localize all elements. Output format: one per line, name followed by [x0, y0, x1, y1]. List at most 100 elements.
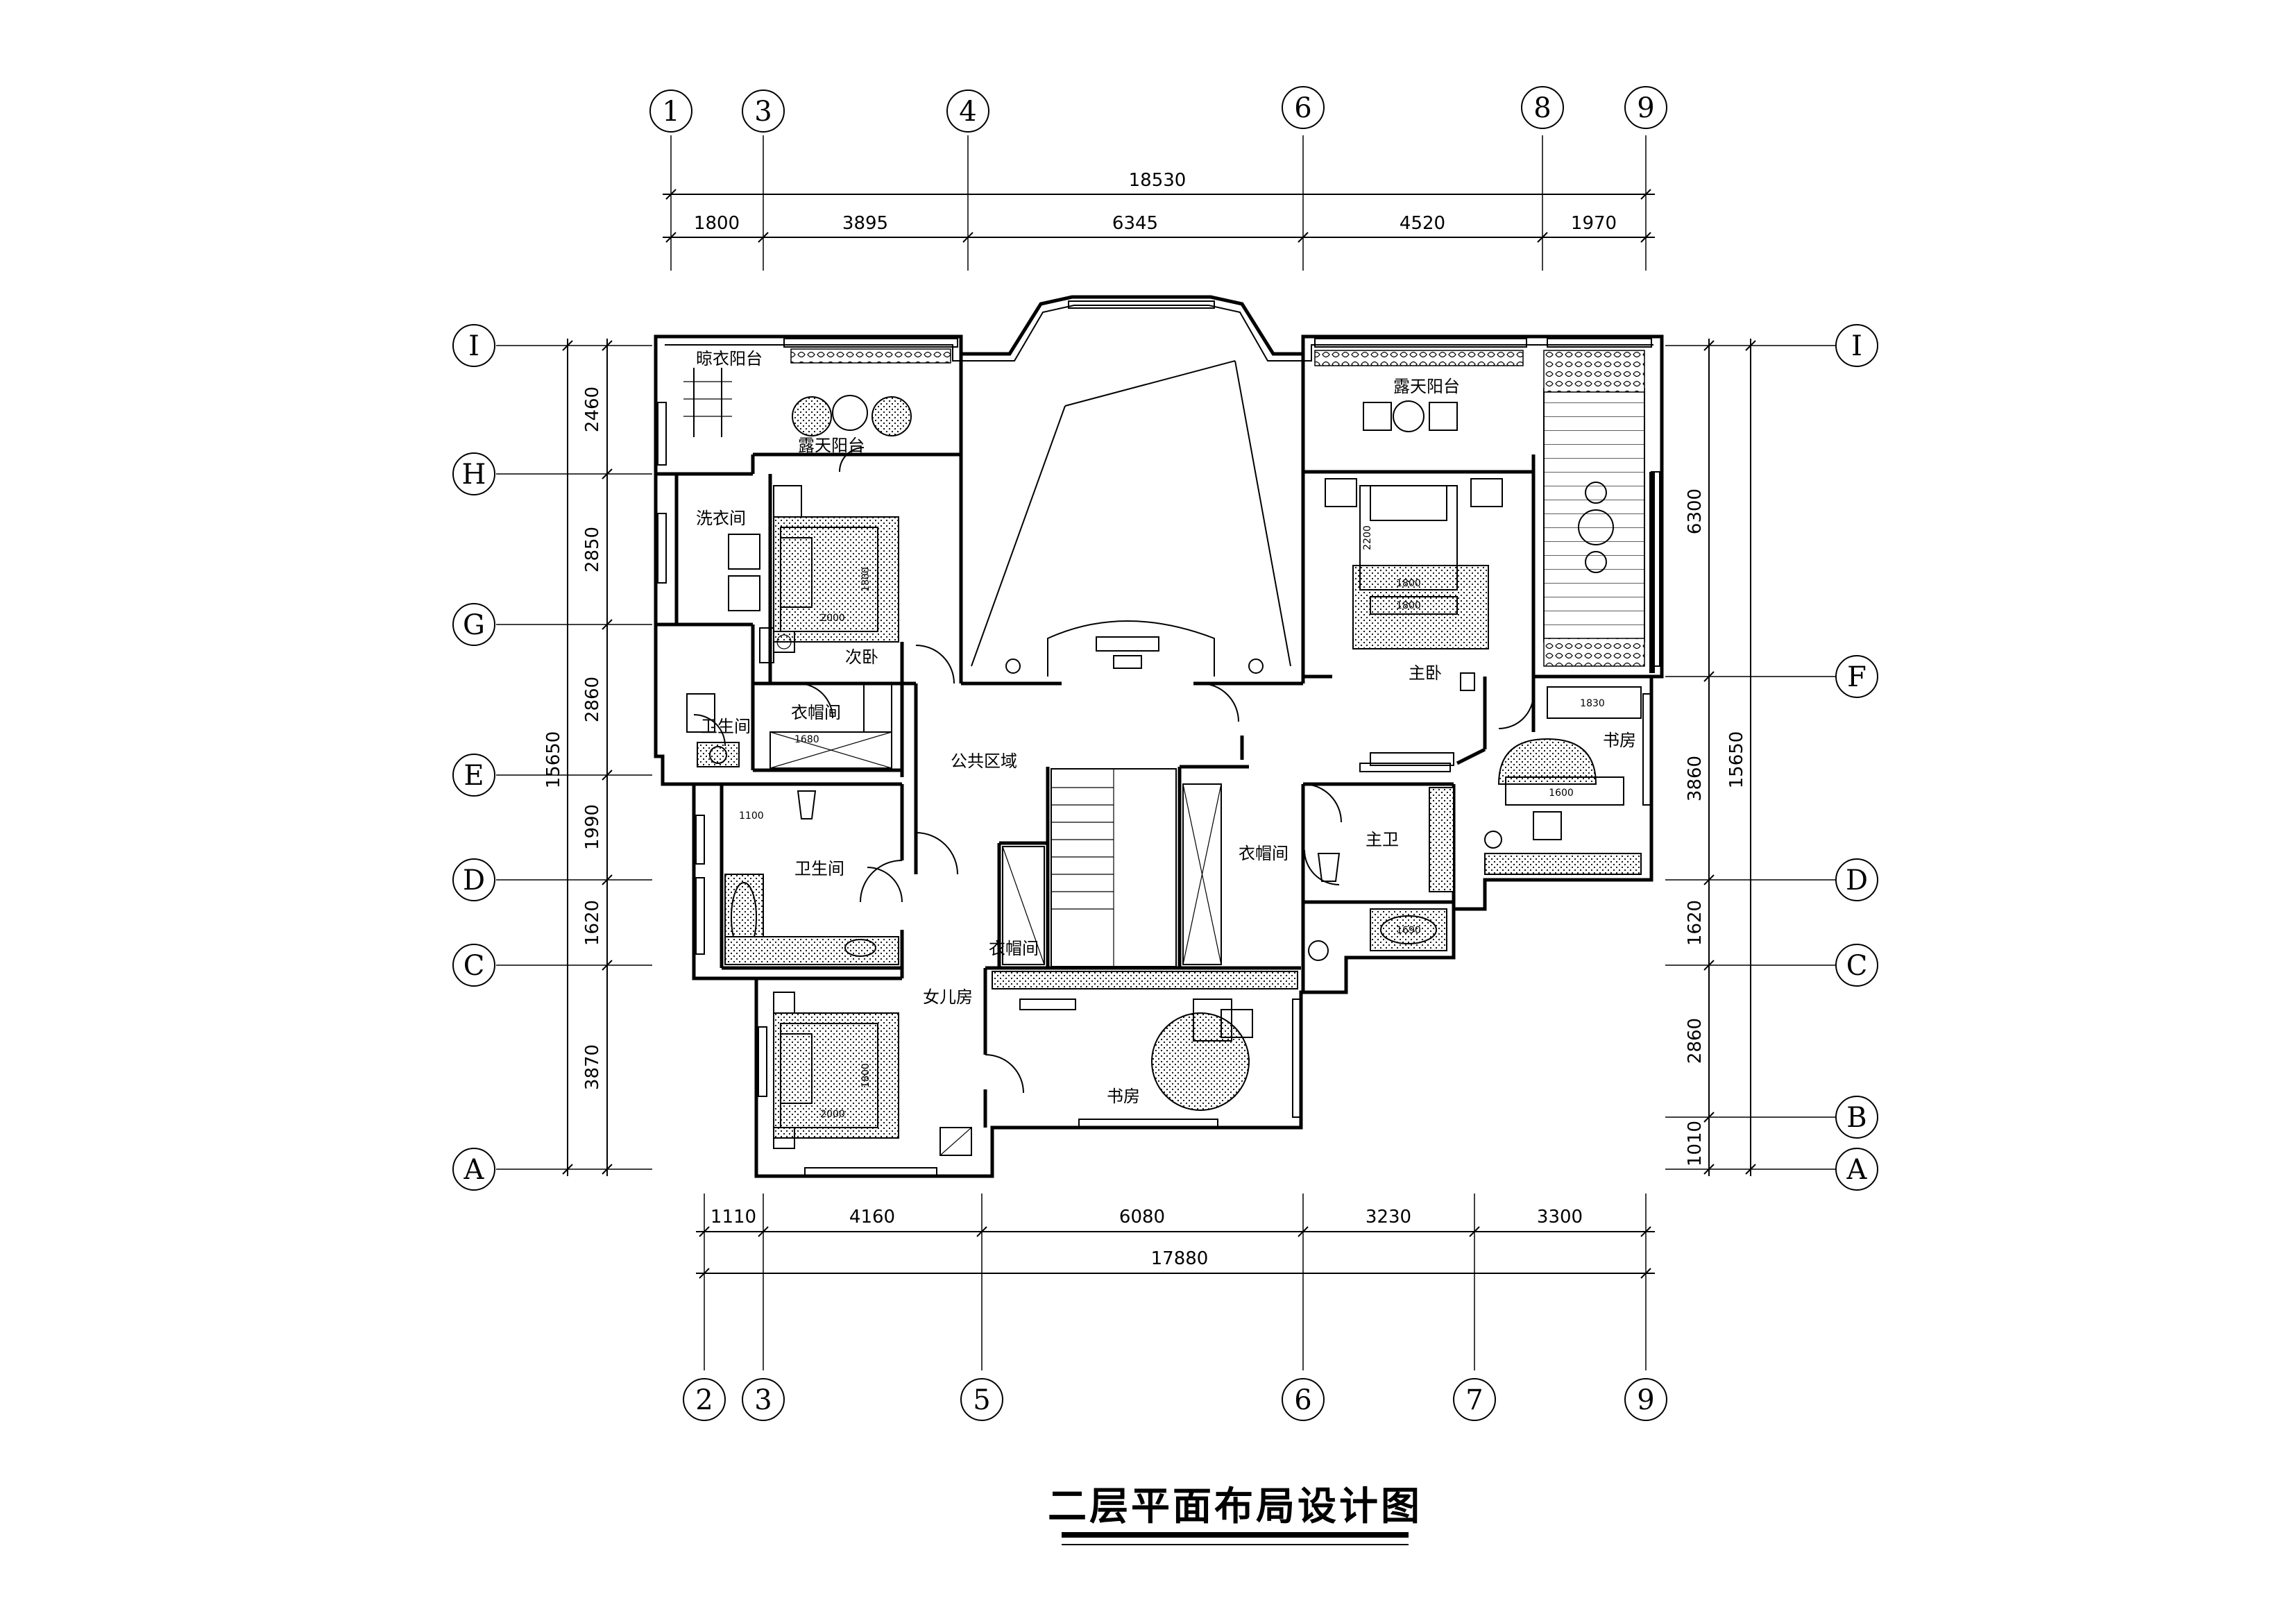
dimensions-right: 6300 3860 1620 2860 1010 15650	[1685, 339, 1756, 1176]
dim-left-seg-2: 2850	[582, 527, 603, 572]
dim-bottom-seg-2: 4160	[849, 1207, 895, 1227]
dimensions-bottom: 1110 4160 6080 3230 3300 17880	[696, 1207, 1655, 1279]
label-study-1: 书房	[1603, 731, 1636, 750]
axis-left-E: E	[464, 760, 484, 792]
dimensions-top: 18530 1800 3895 6345 4520 1970	[663, 170, 1655, 243]
label-public-area: 公共区域	[951, 751, 1017, 771]
axis-bottom-9: 9	[1637, 1384, 1654, 1416]
axis-left-C: C	[464, 950, 485, 982]
dim-right-seg-3: 1620	[1685, 900, 1706, 946]
master-rug-label: 1800	[1396, 600, 1421, 611]
dim-left-seg-4: 1990	[582, 804, 603, 850]
tub-label: 1690	[1396, 925, 1421, 936]
label-laundry: 洗衣间	[696, 509, 746, 528]
axis-left-I: I	[468, 330, 479, 362]
label-walkin-closet-1: 衣帽间	[791, 703, 841, 722]
dim-top-seg-1: 1800	[694, 213, 740, 234]
dim-bottom-seg-3: 6080	[1119, 1207, 1165, 1227]
room-labels: 晾衣阳台 露天阳台 露天阳台 洗衣间 次卧 衣帽间 卫生间 公共区域 卫生间 主…	[696, 349, 1636, 1106]
wardrobe-label: 1680	[794, 734, 819, 745]
exterior-walls	[654, 295, 1664, 1178]
dim-right-total: 15650	[1726, 731, 1747, 789]
label-bathroom-1: 卫生间	[701, 717, 751, 736]
axis-bubbles-right: I F D C B A	[1835, 324, 1878, 1191]
dim-top-seg-3: 6345	[1112, 213, 1158, 234]
interior-walls	[656, 354, 1662, 1128]
label-open-balcony-left: 露天阳台	[798, 436, 865, 455]
balcony-table-right	[1314, 350, 1524, 432]
desk-label: 1600	[1549, 788, 1574, 799]
dim-left-total: 15650	[543, 731, 564, 789]
axis-top-4: 4	[959, 96, 976, 128]
axis-left-D: D	[463, 865, 485, 897]
label-open-balcony-right: 露天阳台	[1393, 377, 1460, 396]
dim-bottom-total: 17880	[1151, 1248, 1209, 1269]
label-master-bedroom: 主卧	[1409, 663, 1442, 683]
axis-bottom-5: 5	[973, 1384, 990, 1416]
staircase	[1051, 768, 1177, 967]
dim-top-total: 18530	[1129, 170, 1187, 191]
label-study-2: 书房	[1107, 1087, 1140, 1106]
axis-top-3: 3	[754, 96, 772, 128]
label-daughter-room: 女儿房	[923, 987, 973, 1007]
axis-bubbles-bottom: 2 3 5 6 7 9	[683, 1378, 1667, 1421]
dim-left-seg-5: 1620	[582, 900, 603, 946]
dim-right-seg-1: 6300	[1685, 488, 1706, 534]
label-walkin-closet-3: 衣帽间	[989, 939, 1039, 958]
balcony-table-left	[790, 348, 951, 436]
master-bed-width: 1800	[1396, 578, 1421, 589]
master-bed-length: 2200	[1362, 525, 1373, 550]
axis-right-C: C	[1846, 950, 1868, 982]
dim-top-seg-2: 3895	[842, 213, 888, 234]
axis-right-I: I	[1851, 330, 1862, 362]
axis-left-A: A	[464, 1154, 485, 1186]
axis-right-D: D	[1846, 865, 1868, 897]
axis-bubbles-top: 1 3 4 6 8 9	[649, 86, 1667, 133]
dim-top-seg-4: 4520	[1400, 213, 1445, 234]
label-second-bedroom: 次卧	[845, 647, 878, 667]
daughter-bed-width: 1800	[860, 1063, 871, 1088]
bed-width-label: 1800	[860, 567, 871, 592]
axis-top-6: 6	[1294, 92, 1311, 124]
axis-bottom-7: 7	[1465, 1384, 1483, 1416]
axis-right-B: B	[1846, 1102, 1866, 1134]
dim-left-seg-6: 3870	[582, 1044, 603, 1090]
bed-second-bedroom: 2000 1800	[773, 516, 899, 653]
dimensions-left: 15650 2460 2850 2860 1990 1620 3870	[543, 339, 613, 1176]
label-walkin-closet-2: 衣帽间	[1239, 844, 1289, 863]
axis-bottom-3: 3	[754, 1384, 772, 1416]
label-bathroom-2: 卫生间	[794, 859, 844, 878]
label-drying-balcony: 晾衣阳台	[696, 349, 763, 368]
daughter-bed-length: 2000	[820, 1109, 845, 1120]
dim-right-seg-4: 2860	[1685, 1018, 1706, 1064]
dim-left-seg-1: 2460	[582, 386, 603, 432]
axis-right-A: A	[1846, 1154, 1868, 1186]
dim-bottom-seg-5: 3300	[1537, 1207, 1583, 1227]
drying-rack	[683, 368, 732, 437]
dim-top-seg-5: 1970	[1571, 213, 1617, 234]
axis-bubbles-left: I H G E D C A	[452, 324, 495, 1191]
dim-left-seg-3: 2860	[582, 677, 603, 722]
axis-bottom-2: 2	[695, 1384, 713, 1416]
dim-bottom-seg-1: 1110	[711, 1207, 756, 1227]
axis-top-1: 1	[662, 96, 679, 128]
dim-bottom-seg-4: 3230	[1366, 1207, 1411, 1227]
double-height-void	[971, 360, 1291, 677]
dim-right-seg-5: 1010	[1685, 1121, 1706, 1166]
axis-left-H: H	[462, 459, 486, 491]
doors	[693, 447, 1534, 1094]
axis-left-G: G	[463, 609, 485, 641]
page-title: 二层平面布局设计图	[1048, 1484, 1422, 1529]
desk2-label: 1830	[1580, 698, 1605, 709]
axis-bottom-6: 6	[1294, 1384, 1311, 1416]
label-master-bath: 主卫	[1366, 830, 1399, 849]
axis-top-9: 9	[1637, 92, 1654, 124]
axis-right-F: F	[1847, 661, 1866, 693]
bed-daughter-room: 2000 1800	[773, 992, 972, 1156]
bed-master-bedroom: 1800 2200 1800	[1325, 478, 1503, 691]
drawing-title: 二层平面布局设计图	[1048, 1484, 1422, 1545]
windows	[657, 300, 1660, 1177]
basin-label: 1100	[739, 810, 764, 822]
bed-length-label: 2000	[820, 613, 845, 624]
